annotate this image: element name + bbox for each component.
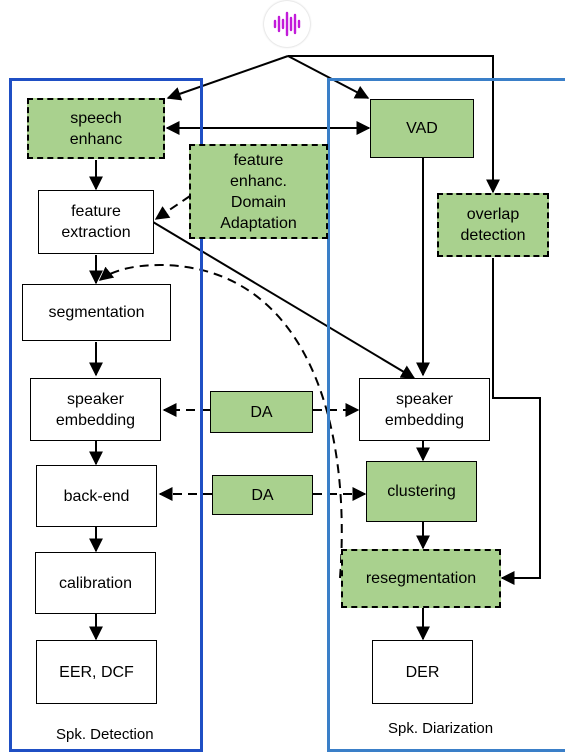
domain-adaptation-top-node: DA [210,391,313,433]
arrow-icon-to-overlap [288,55,500,194]
speaker-embedding-right-node: speaker embedding [359,378,490,441]
speaker-diarization-title: Spk. Diarization [388,720,494,737]
eer-dcf-node: EER, DCF [36,640,157,704]
segmentation-node: segmentation [22,284,171,341]
feature-enhancement-domain-adaptation-node: feature enhanc. Domain Adaptation [189,144,328,239]
dashed-arrow-enhanc-to-feature [154,195,191,220]
dashed-arrow-reseg-to-segmentation [98,263,343,579]
domain-adaptation-bottom-node: DA [212,475,313,515]
speaker-embedding-left-node: speaker embedding [30,378,161,441]
overlap-detection-node: overlap detection [437,193,549,257]
audio-waveform-icon [264,1,310,47]
calibration-node: calibration [35,552,156,614]
clustering-node: clustering [366,461,477,522]
feature-extraction-node: feature extraction [38,190,154,254]
resegmentation-node: resegmentation [341,549,501,608]
speaker-diarization-panel: Spk. Diarization [327,78,565,752]
arrow-feature-to-right-emb [152,221,416,379]
speaker-detection-title: Spk. Detection [56,726,154,743]
speaker-detection-panel: Spk. Detection [9,78,203,752]
speech-enhancement-node: speech enhanc [27,98,165,159]
arrow-overlap-to-reseg [492,258,541,585]
der-node: DER [372,640,473,704]
vad-node: VAD [370,99,474,158]
arrow-icon-to-speech-enhanc [166,55,289,101]
back-end-node: back-end [36,465,157,527]
arrow-icon-to-vad [287,55,370,99]
